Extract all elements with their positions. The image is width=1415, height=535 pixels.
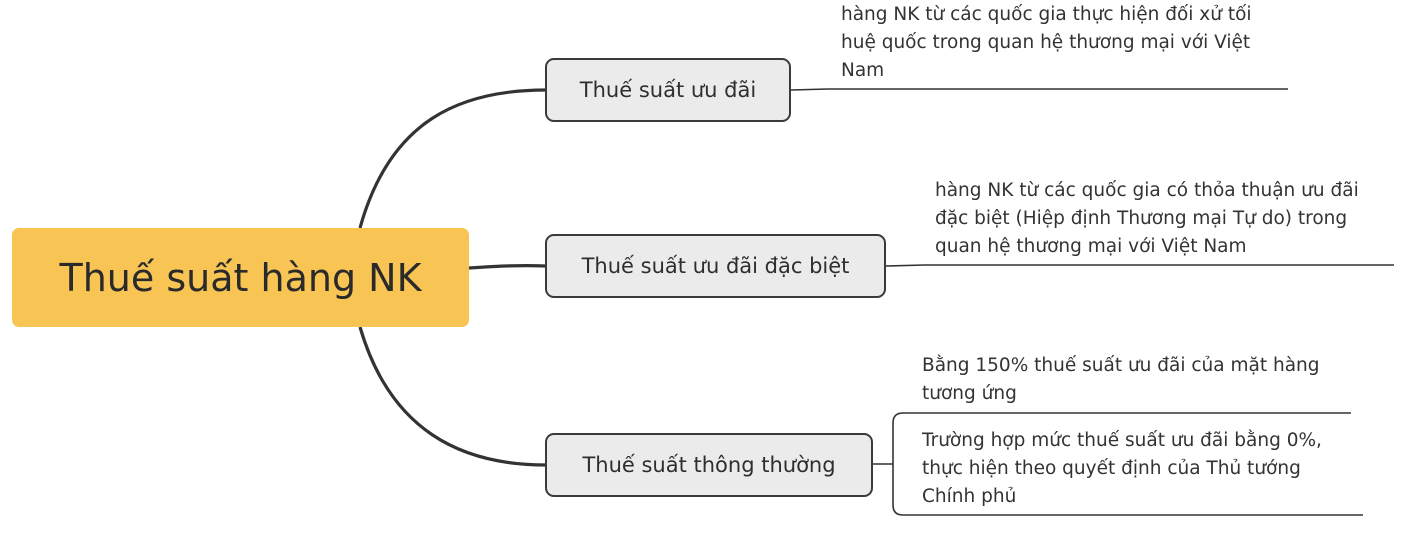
connector-branch-3-leaf-1 bbox=[892, 412, 1351, 464]
connector-branch-1-leaf-1 bbox=[790, 88, 829, 91]
leaf-text: hàng NK từ các quốc gia có thỏa thuận ưu… bbox=[935, 180, 1359, 257]
connector-root-branch-2 bbox=[468, 264, 547, 270]
connector-root-branch-1 bbox=[358, 88, 547, 229]
branch-label: Thuế suất thông thường bbox=[582, 453, 836, 477]
connector-branch-3-leaf-2 bbox=[892, 464, 1363, 516]
root-topic-label: Thuế suất hàng NK bbox=[59, 255, 422, 300]
leaf-branch-2-1[interactable]: hàng NK từ các quốc gia có thỏa thuận ưu… bbox=[935, 177, 1385, 261]
connector-branch-2-leaf-1 bbox=[884, 264, 926, 267]
leaf-text: Trường hợp mức thuế suất ưu đãi bằng 0%,… bbox=[922, 430, 1322, 507]
branch-label: Thuế suất ưu đãi bbox=[579, 78, 757, 102]
leaf-branch-1-1[interactable]: hàng NK từ các quốc gia thực hiện đối xử… bbox=[841, 1, 1291, 85]
leaf-text: hàng NK từ các quốc gia thực hiện đối xử… bbox=[841, 4, 1252, 81]
branch-thue-suat-thong-thuong[interactable]: Thuế suất thông thường bbox=[545, 433, 873, 497]
leaf-text: Bằng 150% thuế suất ưu đãi của mặt hàng … bbox=[922, 355, 1320, 404]
root-topic[interactable]: Thuế suất hàng NK bbox=[12, 228, 469, 327]
leaf-branch-3-2[interactable]: Trường hợp mức thuế suất ưu đãi bằng 0%,… bbox=[922, 427, 1352, 511]
branch-thue-suat-uu-dai-dac-biet[interactable]: Thuế suất ưu đãi đặc biệt bbox=[545, 234, 886, 298]
branch-label: Thuế suất ưu đãi đặc biệt bbox=[581, 254, 850, 278]
branch-thue-suat-uu-dai[interactable]: Thuế suất ưu đãi bbox=[545, 58, 791, 122]
connector-root-branch-3 bbox=[358, 326, 547, 467]
leaf-branch-3-1[interactable]: Bằng 150% thuế suất ưu đãi của mặt hàng … bbox=[922, 352, 1347, 408]
